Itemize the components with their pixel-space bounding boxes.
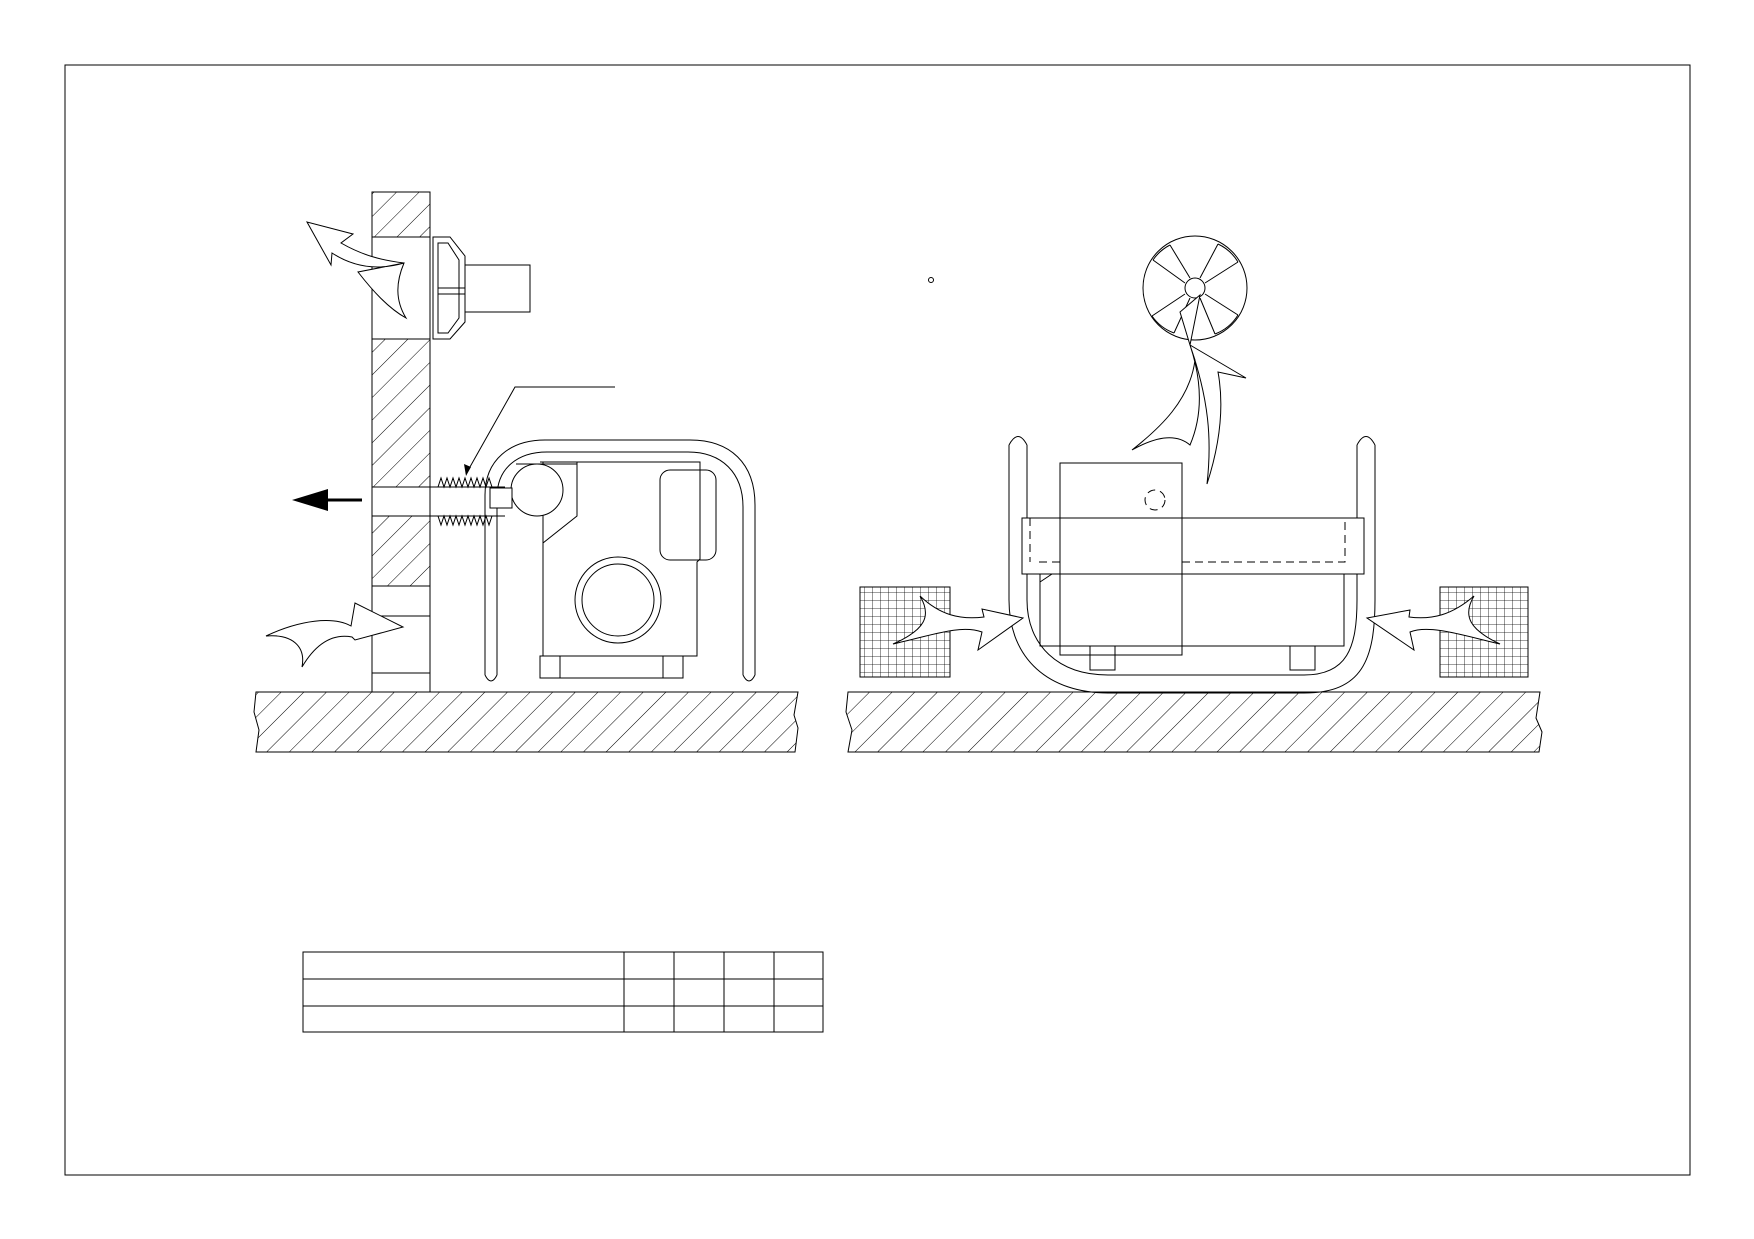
title-block-table: [302, 951, 824, 1033]
generator-body-left: [489, 461, 717, 679]
ventilation-fan: [432, 236, 531, 340]
annotation-leader: [465, 386, 615, 475]
airflow-up-arrow: [1131, 293, 1247, 485]
reference-point: [928, 277, 934, 283]
drawing-border: [64, 64, 1691, 1176]
airflow-in-arrow-right: [1365, 595, 1501, 652]
wall-mounted-installation: [253, 191, 799, 753]
generator-frame-right: [1008, 436, 1376, 694]
airflow-in-arrow-left: [892, 595, 1025, 652]
exhaust-hose: [430, 386, 615, 527]
airflow-in-arrow: [265, 602, 405, 668]
floor-slab-right: [845, 691, 1543, 753]
freestanding-installation: [845, 235, 1543, 753]
exhaust-arrow: [292, 489, 362, 511]
generator-frame-left: [484, 439, 756, 682]
airflow-out-arrow: [305, 221, 408, 320]
floor-slab-left: [253, 691, 799, 753]
exhaust-fan: [1142, 235, 1248, 341]
generator-body-right: [1021, 462, 1365, 671]
wall: [371, 191, 431, 692]
